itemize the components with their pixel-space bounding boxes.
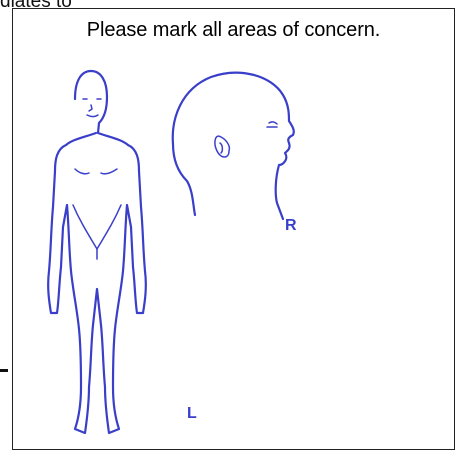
left-side-label: L — [187, 405, 197, 423]
head-right-profile[interactable] — [173, 73, 294, 219]
body-diagram-drawing[interactable] — [13, 9, 456, 451]
front-body-figure[interactable] — [48, 71, 146, 433]
margin-mark — [0, 369, 8, 372]
right-side-label: R — [285, 217, 297, 235]
body-diagram-panel: Please mark all areas of concern. — [12, 8, 455, 450]
